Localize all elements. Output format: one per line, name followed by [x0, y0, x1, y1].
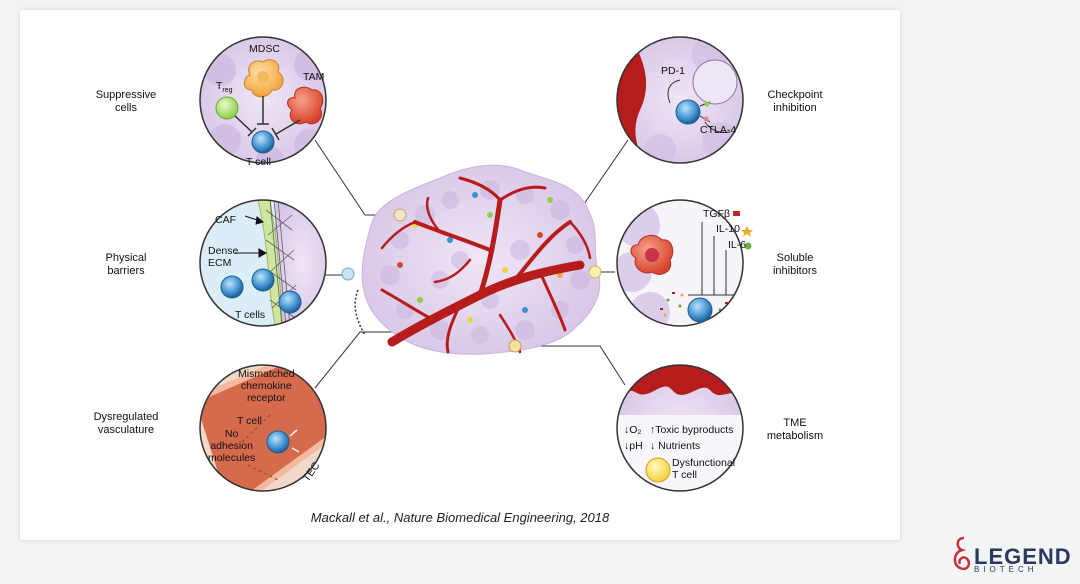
tcell-barrier-2 [251, 268, 275, 292]
no-adhesion-label: No adhesion molecules [208, 428, 255, 464]
tumor-microenvironment-diagram [199, 36, 753, 492]
dysfunctional-tcell [645, 457, 671, 483]
il6-label: IL-6 [728, 239, 747, 251]
dense-ecm-label: Dense ECM [208, 245, 238, 269]
dys-line1: Dysfunctional [672, 457, 736, 469]
ph-label: ↓pH [624, 440, 643, 452]
caf-label: CAF [215, 214, 236, 226]
ctla4-label: CTLA-4 [700, 124, 737, 136]
dys-line2: T cell [672, 469, 697, 481]
nutrients-label: ↓ Nutrients [650, 440, 701, 452]
checkpoint-inhibition-label: Checkpoint inhibition [740, 89, 850, 115]
soluble-title-line1: Soluble [776, 252, 814, 264]
tme-title-line1: TME [783, 417, 807, 429]
legend-biotech-logo: LEGEND BIOTECH [946, 530, 1071, 576]
treg-sub: reg [222, 87, 233, 95]
slide-card: Suppressive cells Physical barriers Dysr… [20, 10, 900, 540]
suppressive-title-line1: Suppressive [95, 89, 157, 101]
citation: Mackall et al., Nature Biomedical Engine… [310, 510, 610, 525]
tumor-cell-checkpoint [692, 59, 738, 105]
tumor-mass [341, 164, 602, 355]
vasculature-title-line2: vasculature [97, 424, 155, 436]
logo-subtitle: BIOTECH [974, 565, 1038, 574]
mismatch-line1: Mismatched [238, 368, 295, 380]
o2-label: ↓O₂ [624, 424, 642, 436]
treg-cell [215, 96, 239, 120]
tcell-barrier-3 [278, 290, 302, 314]
logo-word: LEGEND [974, 544, 1072, 569]
soluble-inhibitors-panel [616, 199, 753, 327]
dense-line1: Dense [208, 245, 239, 257]
tme-metabolism-label: TME metabolism [740, 417, 850, 443]
logo-mark-icon [953, 536, 971, 571]
tcell-label-vessel: T cell [237, 415, 262, 427]
checkpoint-title-line2: inhibition [773, 102, 817, 114]
noadh-line2: adhesion [210, 440, 253, 452]
tcell-label-suppressive: T cell [246, 156, 271, 168]
physical-title-line2: barriers [107, 265, 145, 277]
mdsc-label: MDSC [249, 43, 280, 55]
dense-line2: ECM [208, 257, 232, 269]
tgfb-label: TGFβ [703, 208, 731, 220]
tme-title-line2: metabolism [766, 430, 824, 442]
soluble-title-line2: inhibitors [772, 265, 818, 277]
tcell-barrier-1 [220, 275, 244, 299]
noadh-line3: molecules [208, 452, 256, 464]
mismatch-line3: receptor [247, 392, 286, 404]
tcells-label: T cells [235, 309, 266, 321]
treg-label: Treg [216, 80, 233, 97]
tam-label: TAM [303, 71, 325, 83]
pd1-label: PD-1 [661, 65, 685, 77]
tcell-suppressed [251, 130, 275, 154]
tumor-blood-vessels [380, 176, 592, 354]
suppressive-cells-label: Suppressive cells [71, 89, 181, 115]
suppressive-cells-panel [199, 36, 327, 164]
soluble-inhibitors-label: Soluble inhibitors [740, 252, 850, 278]
dysregulated-vasculature-panel [199, 364, 327, 492]
vasculature-title-line1: Dysregulated [93, 411, 159, 423]
tme-metabolism-panel [616, 364, 744, 492]
mismatched-receptor-label: Mismatched chemokine receptor [238, 368, 295, 404]
physical-barriers-panel [199, 199, 327, 327]
tcell-soluble [687, 297, 713, 323]
tcell-vessel [266, 430, 290, 454]
noadh-line1: No [224, 428, 239, 440]
physical-barriers-label: Physical barriers [71, 252, 181, 278]
il10-label: IL-10 [716, 223, 740, 235]
suppressive-title-line2: cells [114, 102, 137, 114]
treg-main: T [216, 80, 223, 92]
toxic-byproducts-label: ↑Toxic byproducts [650, 424, 734, 436]
tcell-checkpoint [675, 99, 701, 125]
dysregulated-vasculature-label: Dysregulated vasculature [71, 411, 181, 437]
tam-cell [287, 86, 324, 125]
mismatch-line2: chemokine [240, 380, 292, 392]
dysfunctional-tcell-label: Dysfunctional T cell [672, 457, 735, 481]
checkpoint-inhibition-panel [616, 36, 744, 164]
checkpoint-title-line1: Checkpoint [767, 89, 823, 101]
physical-title-line1: Physical [105, 252, 147, 264]
